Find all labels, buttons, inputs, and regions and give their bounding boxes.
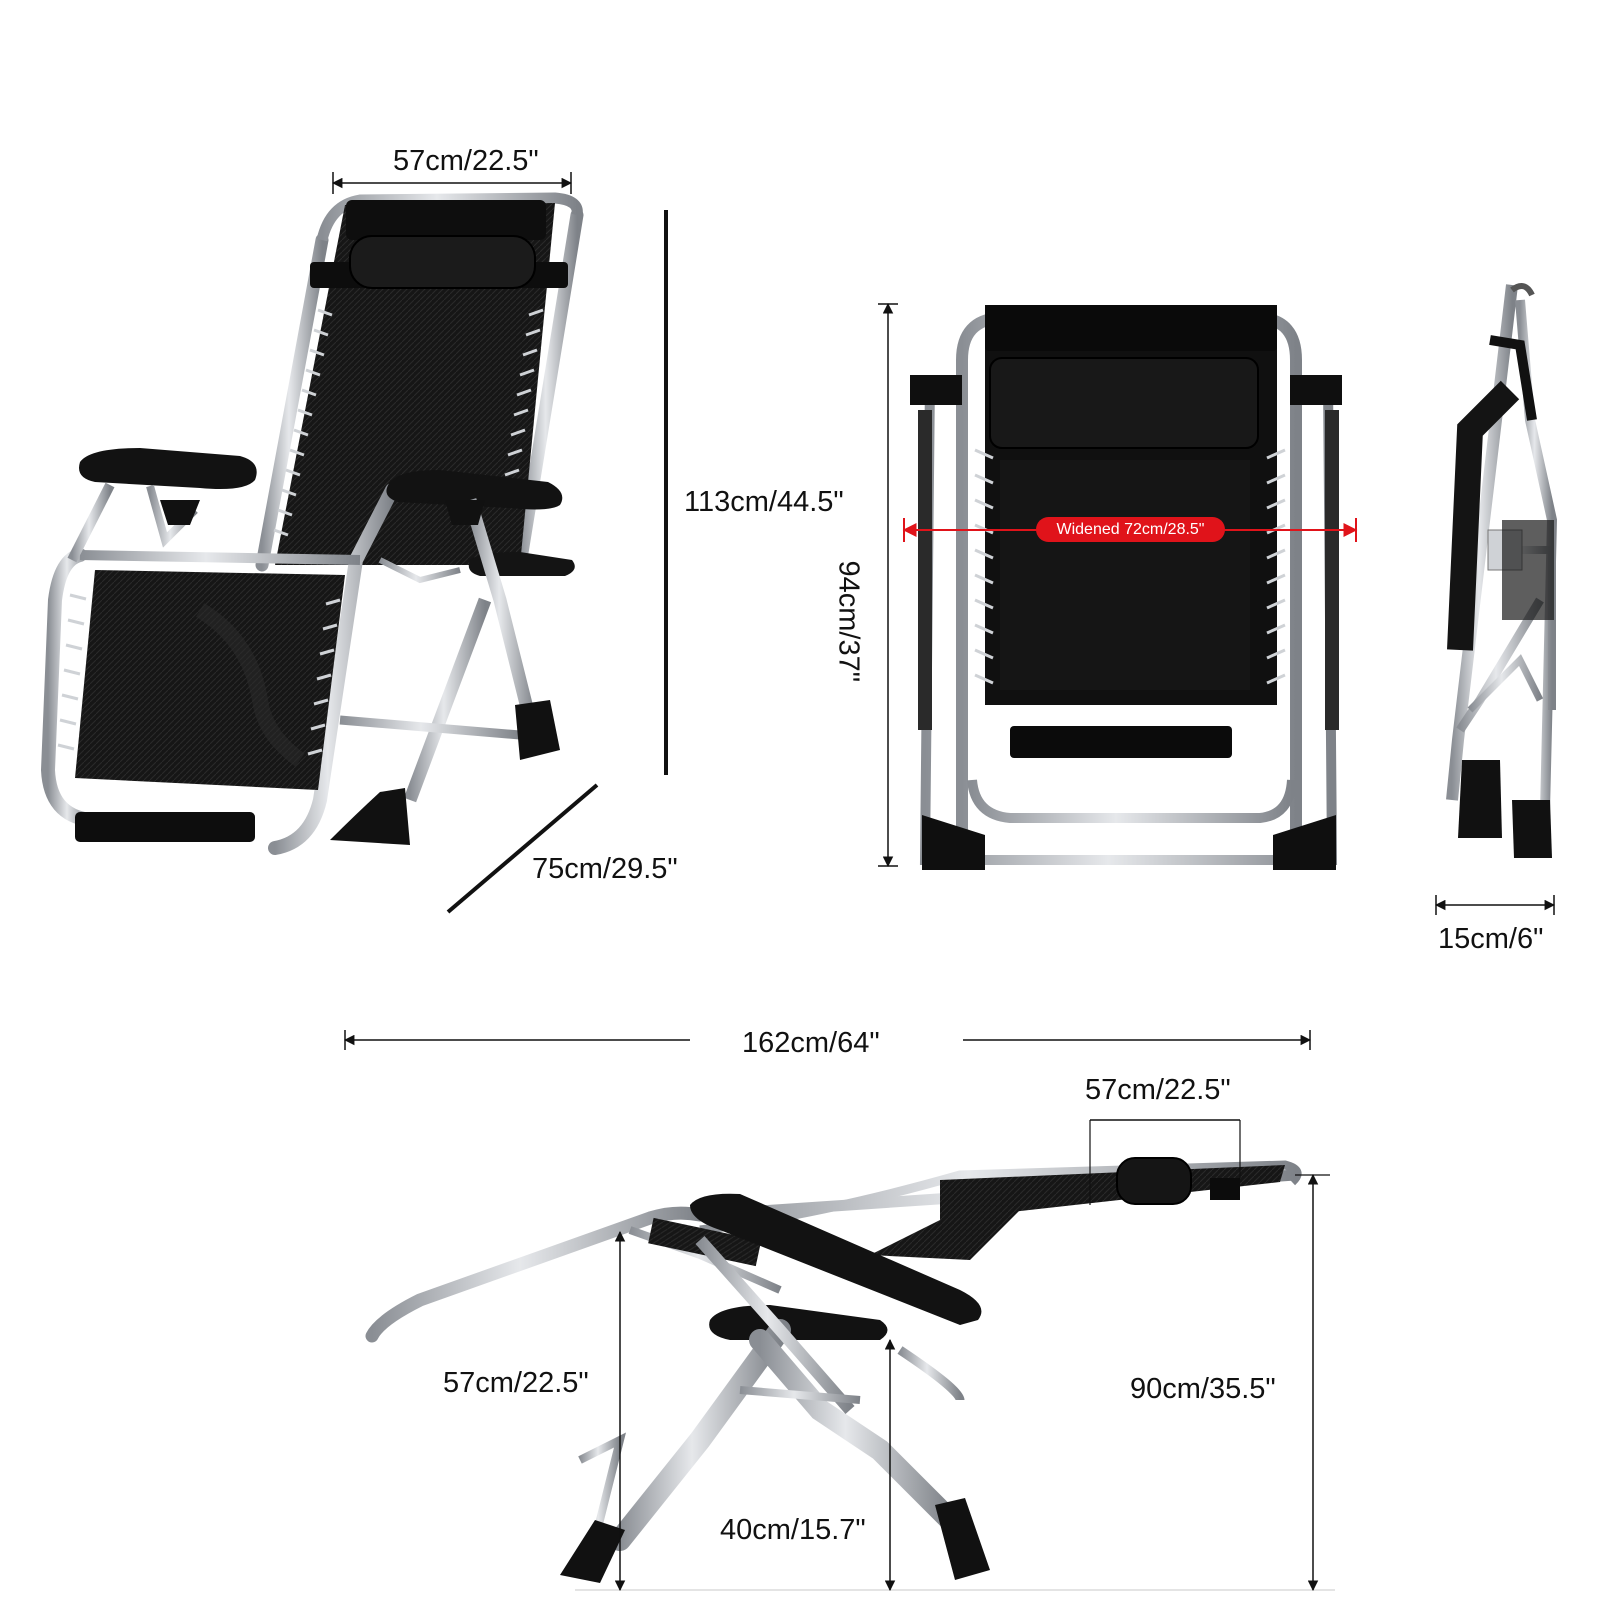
depth-dimension-line [446,783,599,914]
reclined-side-view-chair [365,1157,1302,1583]
widened-callout: Widened 72cm/28.5" [1036,517,1225,542]
front-height-label: 113cm/44.5" [684,486,844,518]
folded-height-label: 94cm/37" [832,560,865,683]
reclined-length-label: 162cm/64" [742,1027,880,1059]
reclined-side-dimensions [343,1030,1335,1592]
reclined-arm-height-label: 57cm/22.5" [443,1367,589,1399]
folded-side-view-chair [1446,283,1558,858]
reclined-seat-height-label: 40cm/15.7" [720,1514,866,1546]
front-width-label: 57cm/22.5" [393,145,539,177]
front-view-chair [40,192,584,855]
reclined-headrest-label: 57cm/22.5" [1085,1074,1231,1106]
folded-thickness-label: 15cm/6" [1438,923,1544,955]
front-depth-label: 75cm/29.5" [532,853,678,885]
folded-side-dimensions [1434,895,1556,915]
front-view-dimensions [331,172,668,914]
folded-front-view-chair [910,305,1342,870]
reclined-total-height-label: 90cm/35.5" [1130,1373,1276,1405]
